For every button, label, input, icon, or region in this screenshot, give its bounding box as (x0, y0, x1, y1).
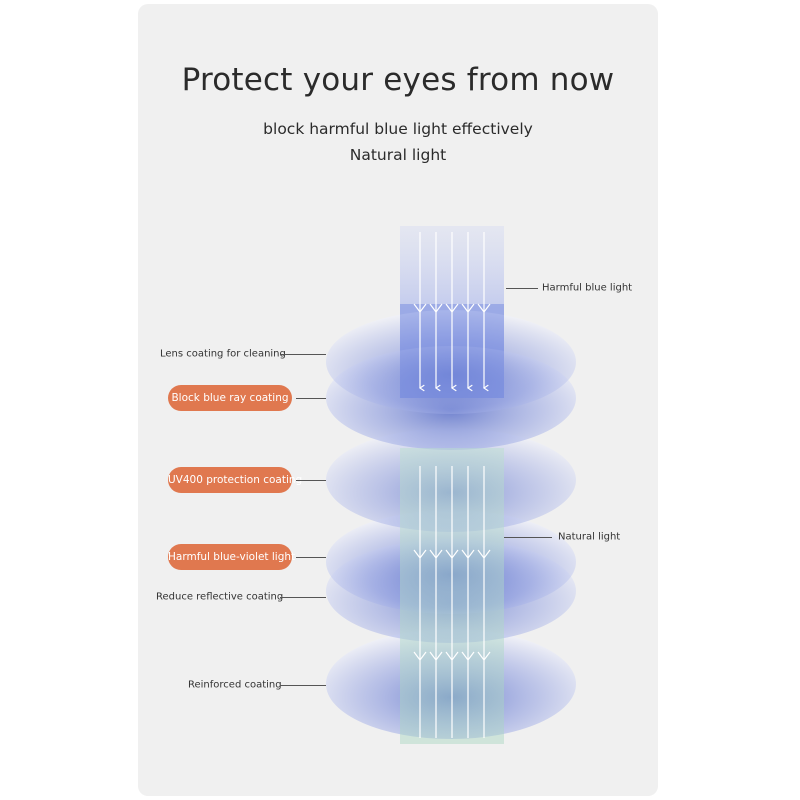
leader-line-reinforced (280, 685, 326, 686)
pill-harmful-blue-violet: Harmful blue-violet light (168, 544, 295, 570)
page-title: Protect your eyes from now (181, 62, 615, 98)
lens-layers-diagram (326, 226, 576, 744)
label-reinforced: Reinforced coating (188, 679, 282, 691)
leader-line-natural-light (504, 537, 552, 538)
diagram-card: Protect your eyes from now block harmful… (138, 4, 658, 796)
label-reduce-reflective: Reduce reflective coating (156, 591, 284, 603)
leader-line-harmful-blue (506, 288, 538, 289)
label-natural-light: Natural light (558, 531, 621, 543)
leader-line-block-blue (296, 398, 326, 399)
pill-uv400: UV400 protection coating (168, 467, 302, 493)
label-lens-coating-cleaning: Lens coating for cleaning (160, 348, 286, 360)
natural-light-arrows (413, 466, 491, 738)
blue-light-arrows (413, 232, 491, 392)
leader-line-cleaning (280, 354, 326, 355)
leader-line-blue-violet (296, 557, 326, 558)
leader-line-reflective (280, 597, 326, 598)
page-subtitle: block harmful blue light effectively (263, 120, 533, 138)
label-harmful-blue-light: Harmful blue light (542, 282, 633, 294)
pill-block-blue-ray: Block blue ray coating (168, 385, 292, 411)
page-subtitle-2: Natural light (349, 146, 447, 164)
leader-line-uv400 (296, 480, 326, 481)
